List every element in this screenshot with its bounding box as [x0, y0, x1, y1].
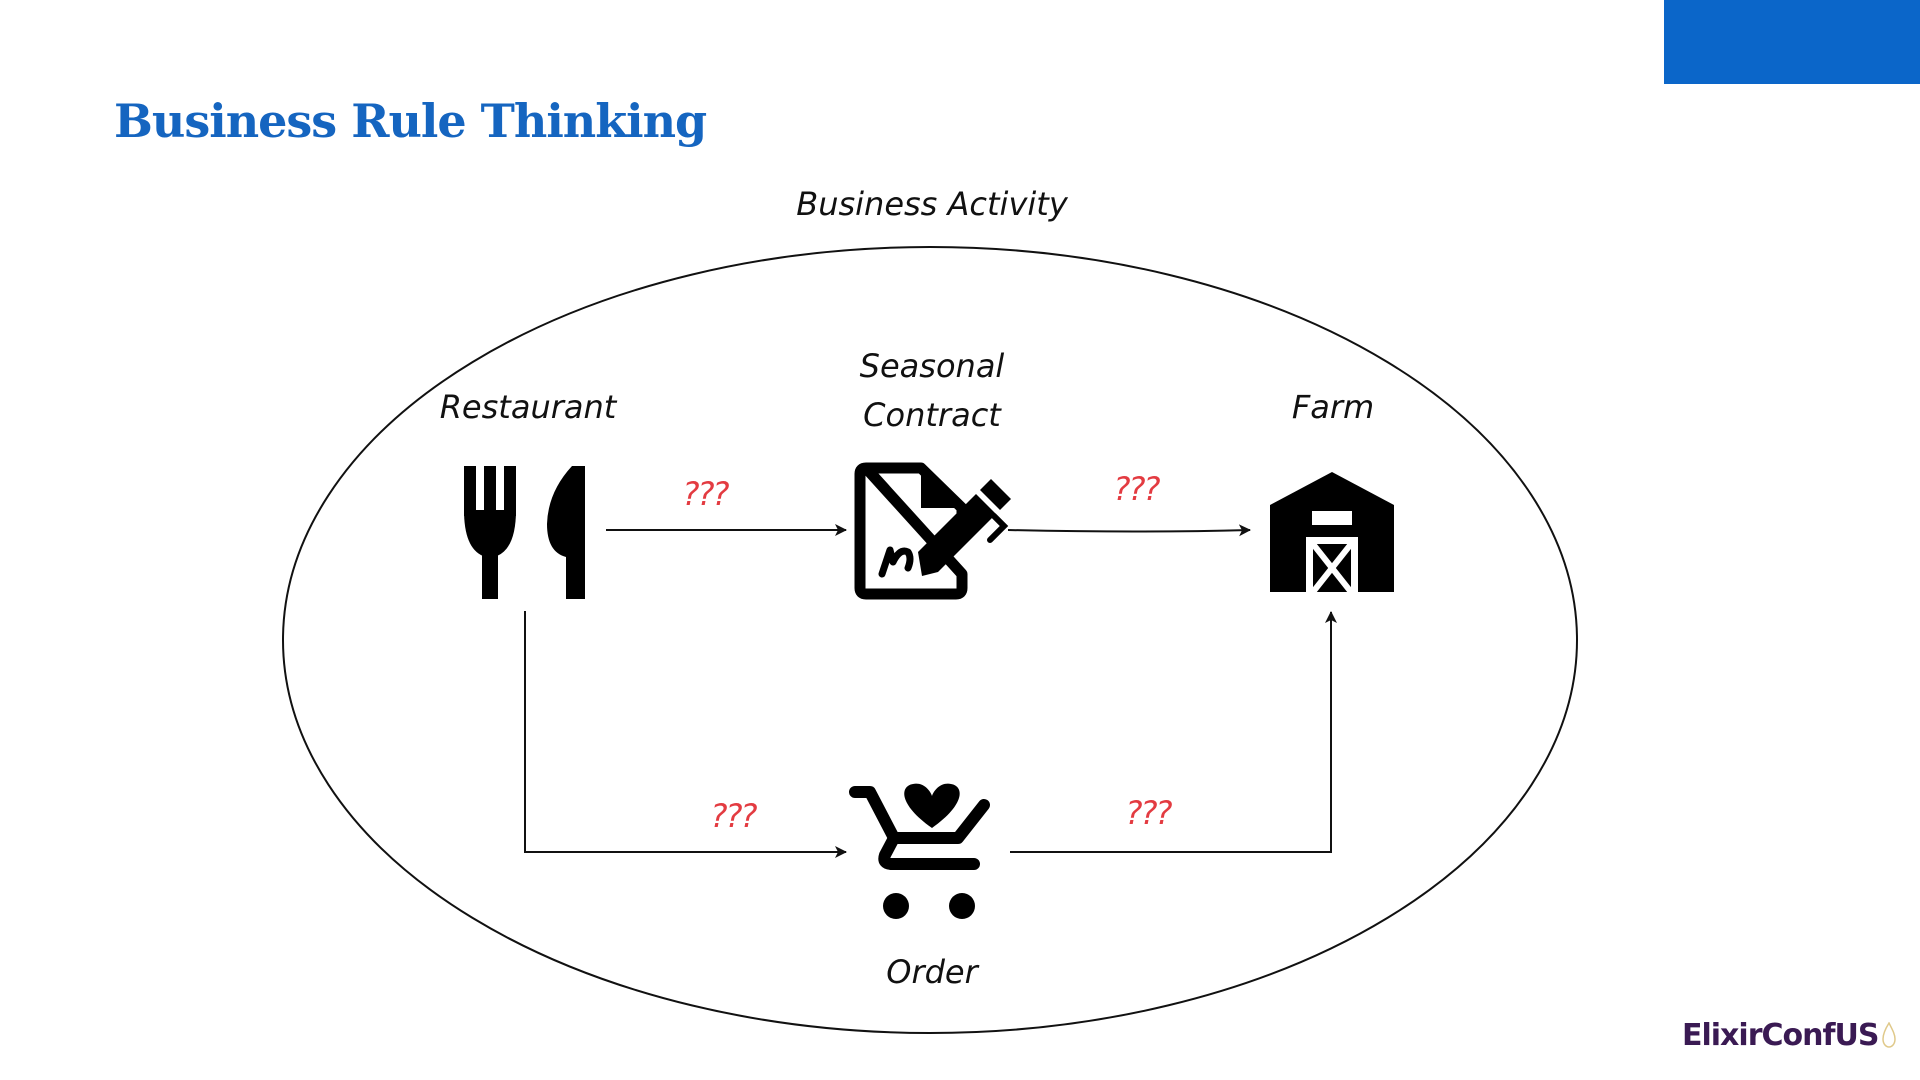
contract-label-line-1: Seasonal: [860, 347, 1005, 385]
logo-suffix: US: [1834, 1018, 1880, 1053]
business-activity-boundary: [282, 246, 1578, 1034]
heart-cart-icon: [849, 783, 990, 919]
slide-title: Business Rule Thinking: [114, 94, 707, 148]
corner-accent-block: [1664, 0, 1920, 84]
edge-restaurant-order: [524, 611, 847, 858]
restaurant-label: Restaurant: [440, 388, 618, 426]
drop-icon: [1881, 1022, 1896, 1048]
edge-label-contract-farm: ???: [1114, 470, 1161, 508]
barn-icon: [1270, 472, 1394, 594]
edge-order-farm: [1010, 611, 1337, 853]
edge-label-order-farm: ???: [1126, 794, 1173, 832]
farm-label: Farm: [1292, 388, 1374, 426]
fork-knife-icon: [464, 466, 585, 599]
logo-text: ElixirConf: [1682, 1018, 1836, 1053]
edge-label-restaurant-contract: ???: [683, 475, 730, 513]
boundary-label: Business Activity: [796, 185, 1069, 223]
order-label: Order: [886, 953, 979, 991]
signed-document-icon: [854, 462, 1011, 600]
elixirconf-logo: ElixirConf US: [1682, 1018, 1896, 1058]
edge-label-restaurant-order: ???: [711, 797, 758, 835]
contract-label-line-2: Contract: [863, 396, 1002, 434]
edge-contract-farm: [1007, 524, 1251, 537]
